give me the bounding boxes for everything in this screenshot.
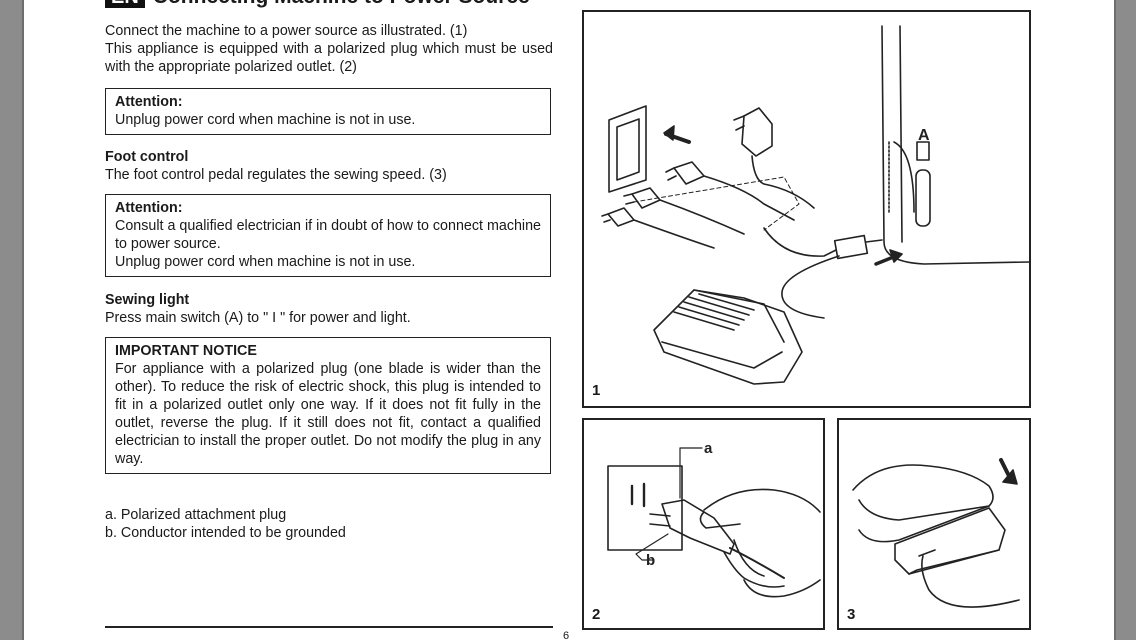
intro-line-2: This appliance is equipped with a polari… <box>105 41 553 75</box>
attention-box-1: Attention: Unplug power cord when machin… <box>105 88 551 135</box>
figure-1: A 1 <box>582 10 1031 408</box>
intro-line-1: Connect the machine to a power source as… <box>105 23 468 39</box>
legend: a. Polarized attachment plug b. Conducto… <box>105 506 553 542</box>
figure-2: a b 2 <box>582 418 825 630</box>
language-badge: EN <box>105 0 145 8</box>
attention-title-1: Attention: <box>115 94 183 110</box>
figure-1-illustration: A <box>601 25 1029 385</box>
section-header: EN Connecting Machine to Power Source <box>105 0 530 8</box>
legend-a: a. Polarized attachment plug <box>105 507 287 523</box>
attention-body-2b: Unplug power cord when machine is not in… <box>115 254 416 270</box>
notice-title: IMPORTANT NOTICE <box>115 343 257 359</box>
figure-3: 3 <box>837 418 1031 630</box>
bottom-rule <box>105 626 553 628</box>
figure-2-illustration: a b <box>607 440 821 598</box>
figure-2-number: 2 <box>592 606 601 623</box>
important-notice-box: IMPORTANT NOTICE For appliance with a po… <box>105 337 551 474</box>
attention-body-1: Unplug power cord when machine is not in… <box>115 112 416 128</box>
figure-3-number: 3 <box>847 606 856 623</box>
foot-control-title: Foot control <box>105 149 189 165</box>
sewing-light-body: Press main switch (A) to " I " for power… <box>105 310 411 326</box>
figure-2-label-b: b <box>646 552 655 569</box>
attention-title-2: Attention: <box>115 200 183 216</box>
attention-box-2: Attention: Consult a qualified electrici… <box>105 194 551 277</box>
sewing-light-section: Sewing light Press main switch (A) to " … <box>105 291 553 327</box>
attention-body-2a: Consult a qualified electrician if in do… <box>115 218 541 252</box>
page-number: 6 <box>563 630 570 642</box>
foot-control-section: Foot control The foot control pedal regu… <box>105 148 553 184</box>
foot-control-body: The foot control pedal regulates the sew… <box>105 167 447 183</box>
section-title: Connecting Machine to Power Source <box>153 0 530 9</box>
figure-1-number: 1 <box>592 382 601 399</box>
figure-3-illustration <box>852 458 1020 608</box>
sewing-light-title: Sewing light <box>105 292 190 308</box>
right-margin-bar <box>1114 0 1136 640</box>
left-margin-bar <box>0 0 24 640</box>
notice-body: For appliance with a polarized plug (one… <box>115 361 541 467</box>
legend-b: b. Conductor intended to be grounded <box>105 525 346 541</box>
figure-2-label-a: a <box>704 440 713 457</box>
figure-1-label-a: A <box>918 127 930 144</box>
intro-text: Connect the machine to a power source as… <box>105 22 553 76</box>
